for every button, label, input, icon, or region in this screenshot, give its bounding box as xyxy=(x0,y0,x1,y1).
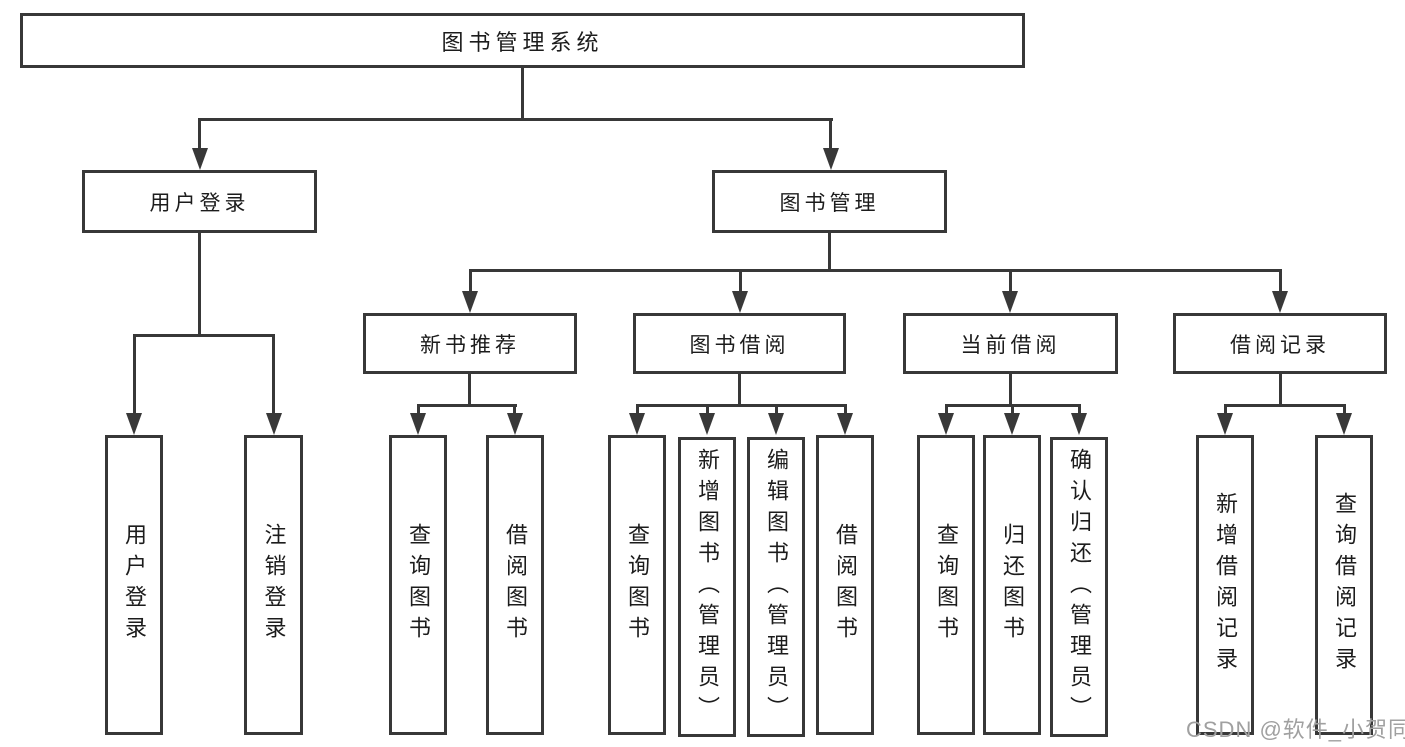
arrowhead-book-mgmt xyxy=(823,148,839,170)
connector-drop-bb-edit xyxy=(775,404,778,415)
leaf-node-cb-query-books: 查询图书 xyxy=(917,435,975,735)
section-node-new-books: 新书推荐 xyxy=(363,313,577,374)
connector-drop-br-add xyxy=(1224,404,1227,415)
connector-current-stem xyxy=(1009,374,1012,406)
arrowhead-borrow-records xyxy=(1272,291,1288,313)
leaf-node-br-query-record: 查询借阅记录 xyxy=(1315,435,1373,735)
arrowhead-user-login xyxy=(192,148,208,170)
leaf-node-br-add-record: 新增借阅记录 xyxy=(1196,435,1254,735)
arrowhead-login xyxy=(126,413,142,435)
arrowhead-bb-add xyxy=(699,413,715,435)
section-node-current-borrow: 当前借阅 xyxy=(903,313,1118,374)
connector-drop-cb-confirm xyxy=(1078,404,1081,415)
arrowhead-nb-borrow xyxy=(507,413,523,435)
connector-book-borrow-bus xyxy=(636,404,847,407)
connector-drop-nb-query xyxy=(417,404,420,415)
leaf-node-cb-confirm-return-admin: 确认归还（管理员） xyxy=(1050,437,1108,737)
leaf-node-bb-edit-books-admin: 编辑图书（管理员） xyxy=(747,437,805,737)
section-node-borrow-records: 借阅记录 xyxy=(1173,313,1387,374)
branch-node-book-mgmt: 图书管理 xyxy=(712,170,947,233)
connector-root-bus xyxy=(198,118,833,121)
connector-book-stem xyxy=(828,233,831,272)
connector-drop-borrow-records xyxy=(1279,269,1282,293)
connector-records-bus xyxy=(1224,404,1345,407)
connector-new-books-stem xyxy=(468,374,471,406)
root-node-library-system: 图书管理系统 xyxy=(20,13,1025,68)
leaf-node-nb-query-books: 查询图书 xyxy=(389,435,447,735)
connector-drop-user-login xyxy=(198,118,201,150)
connector-drop-cb-return xyxy=(1011,404,1014,415)
connector-new-books-bus xyxy=(417,404,517,407)
csdn-watermark: CSDN @软件_小贺同学 xyxy=(1186,717,1405,742)
connector-drop-book-borrow xyxy=(739,269,742,293)
arrowhead-book-borrow xyxy=(732,291,748,313)
connector-drop-login xyxy=(133,334,136,416)
connector-book-borrow-stem xyxy=(738,374,741,406)
leaf-node-logout: 注销登录 xyxy=(244,435,303,735)
leaf-node-cb-return-books: 归还图书 xyxy=(983,435,1041,735)
connector-user-stem xyxy=(198,233,201,336)
leaf-node-bb-add-books-admin: 新增图书（管理员） xyxy=(678,437,736,737)
connector-root-stem xyxy=(521,68,524,120)
leaf-node-nb-borrow-books: 借阅图书 xyxy=(486,435,544,735)
connector-drop-new-books xyxy=(469,269,472,293)
arrowhead-new-books xyxy=(462,291,478,313)
connector-book-bus xyxy=(469,269,1282,272)
arrowhead-bb-borrow xyxy=(837,413,853,435)
connector-drop-bb-add xyxy=(706,404,709,415)
connector-drop-bb-query xyxy=(636,404,639,415)
leaf-node-user-login: 用户登录 xyxy=(105,435,163,735)
connector-drop-logout xyxy=(272,334,275,416)
connector-drop-bb-borrow xyxy=(844,404,847,415)
leaf-node-bb-query-books: 查询图书 xyxy=(608,435,666,735)
connector-drop-nb-borrow xyxy=(513,404,516,415)
connector-drop-cb-query xyxy=(945,404,948,415)
branch-node-user-login: 用户登录 xyxy=(82,170,317,233)
connector-user-bus xyxy=(133,334,275,337)
arrowhead-cb-query xyxy=(938,413,954,435)
connector-drop-br-query xyxy=(1343,404,1346,415)
arrowhead-nb-query xyxy=(410,413,426,435)
connector-drop-book-mgmt xyxy=(829,118,832,150)
arrowhead-br-query xyxy=(1336,413,1352,435)
arrowhead-bb-query xyxy=(629,413,645,435)
leaf-node-bb-borrow-books: 借阅图书 xyxy=(816,435,874,735)
connector-records-stem xyxy=(1279,374,1282,406)
connector-drop-current-borrow xyxy=(1009,269,1012,293)
arrowhead-logout xyxy=(266,413,282,435)
arrowhead-current-borrow xyxy=(1002,291,1018,313)
arrowhead-cb-return xyxy=(1004,413,1020,435)
arrowhead-br-add xyxy=(1217,413,1233,435)
arrowhead-cb-confirm xyxy=(1071,413,1087,435)
section-node-book-borrow: 图书借阅 xyxy=(633,313,846,374)
arrowhead-bb-edit xyxy=(768,413,784,435)
